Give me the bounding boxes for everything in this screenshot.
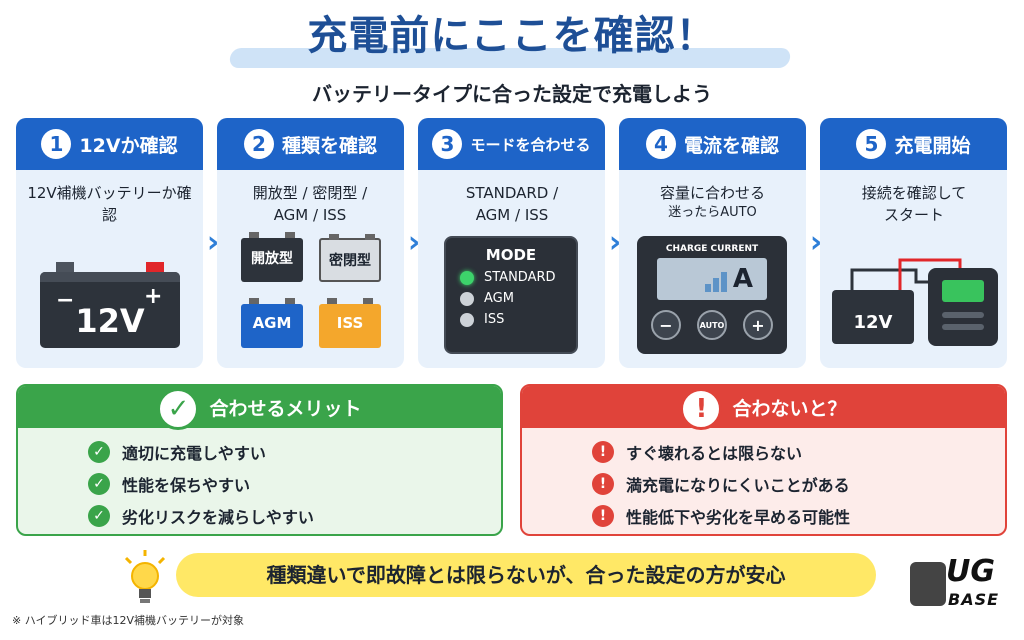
step-card-4: 4 電流を確認 容量に合わせる 迷ったらAUTO CHARGE CURRENT … [619, 118, 806, 368]
mode-option: AGM [484, 291, 514, 306]
charge-display: A [657, 258, 767, 300]
battery-type-sealed: 密閉型 [319, 234, 381, 282]
page-title: 充電前にここを確認！ [307, 13, 717, 59]
check-icon: ✓ [157, 388, 200, 430]
step-description: 接続を確認してスタート [861, 184, 967, 224]
mode-panel: MODE STANDARD AGM ISS [444, 236, 578, 354]
step-card-3: 3 モードを合わせる STANDARD / AGM / ISS MODE STA… [418, 118, 605, 368]
list-item: !すぐ壊れるとは限らない [592, 436, 1005, 468]
mode-indicator-active [460, 270, 474, 285]
battery-type-open: 開放型 [241, 232, 303, 282]
engine-icon [910, 562, 946, 606]
tip-banner: 種類違いで即故障とは限らないが、合った設定の方が安心 [176, 553, 876, 597]
cable-icon [850, 258, 962, 292]
mode-indicator [460, 291, 474, 306]
step-card-1: 1 12Vか確認 12V補機バッテリーか確認 −+ 12V [16, 118, 203, 368]
step-number: 3 [432, 129, 463, 159]
list-item: ✓適切に充電しやすい [88, 436, 501, 468]
step-title: モードを合わせる [470, 135, 591, 154]
lightbulb-icon [124, 550, 166, 603]
list-item: ✓劣化リスクを減らしやすい [88, 500, 501, 532]
charge-panel-title: CHARGE CURRENT [665, 244, 759, 254]
plus-button[interactable]: + [743, 310, 773, 340]
warning-icon: ! [592, 441, 614, 463]
current-unit: A [732, 264, 753, 294]
list-item: !性能低下や劣化を早める可能性 [592, 500, 1005, 532]
merit-panel: ✓ 合わせるメリット ✓適切に充電しやすい ✓性能を保ちやすい ✓劣化リスクを減… [16, 384, 503, 536]
step-title: 電流を確認 [683, 134, 779, 157]
chevron-right-icon: › [608, 225, 622, 260]
step-number: 5 [856, 129, 887, 159]
warning-icon: ! [680, 388, 723, 430]
step-title: 充電開始 [894, 134, 971, 157]
mode-panel-title: MODE [485, 246, 537, 264]
charger-icon [928, 268, 998, 346]
step-description: STANDARD / AGM / ISS [465, 184, 559, 224]
risk-title: 合わないと？ [732, 397, 847, 420]
check-icon: ✓ [88, 473, 110, 495]
battery-voltage-label: 12V [75, 302, 145, 340]
mode-option: ISS [484, 312, 505, 327]
step-number: 2 [243, 129, 274, 159]
page-subtitle: バッテリータイプに合った設定で充電しよう [312, 82, 712, 106]
brand-logo: UG BASE [910, 552, 1010, 618]
battery-icon: −+ 12V [40, 258, 180, 348]
signal-bars-icon [705, 272, 729, 292]
list-item: !満充電になりにくいことがある [592, 468, 1005, 500]
mode-option: STANDARD [484, 270, 556, 285]
list-item: ✓性能を保ちやすい [88, 468, 501, 500]
battery-type-agm: AGM [241, 298, 303, 348]
step-number: 4 [645, 129, 676, 159]
step-description: 開放型 / 密閉型 / AGM / ISS [252, 184, 368, 224]
step-description-note: 迷ったらAUTO [668, 205, 757, 220]
step-title: 種類を確認 [281, 134, 377, 157]
merit-title: 合わせるメリット [209, 397, 362, 420]
battery-voltage-label: 12V [853, 312, 893, 333]
mode-indicator [460, 312, 474, 327]
risk-panel: ! 合わないと？ !すぐ壊れるとは限らない !満充電になりにくいことがある !性… [520, 384, 1007, 536]
step-card-2: 2 種類を確認 開放型 / 密閉型 / AGM / ISS 開放型 密閉型 AG… [217, 118, 404, 368]
step-description: 容量に合わせる [659, 184, 765, 202]
battery-icon: 12V [832, 290, 914, 344]
step-number: 1 [41, 129, 72, 159]
check-icon: ✓ [88, 441, 110, 463]
footnote: ※ ハイブリッド車は12V補機バッテリーが対象 [12, 614, 245, 627]
charge-current-panel: CHARGE CURRENT A − AUTO + [637, 236, 787, 354]
chevron-right-icon: › [206, 225, 220, 260]
auto-button[interactable]: AUTO [697, 310, 727, 340]
check-icon: ✓ [88, 505, 110, 527]
chevron-right-icon: › [407, 225, 421, 260]
chevron-right-icon: › [809, 225, 823, 260]
minus-button[interactable]: − [651, 310, 681, 340]
step-description: 12V補機バッテリーか確認 [27, 184, 192, 224]
step-card-5: 5 充電開始 接続を確認してスタート 12V [820, 118, 1007, 368]
warning-icon: ! [592, 505, 614, 527]
warning-icon: ! [592, 473, 614, 495]
battery-type-iss: ISS [319, 298, 381, 348]
step-title: 12Vか確認 [79, 134, 178, 157]
